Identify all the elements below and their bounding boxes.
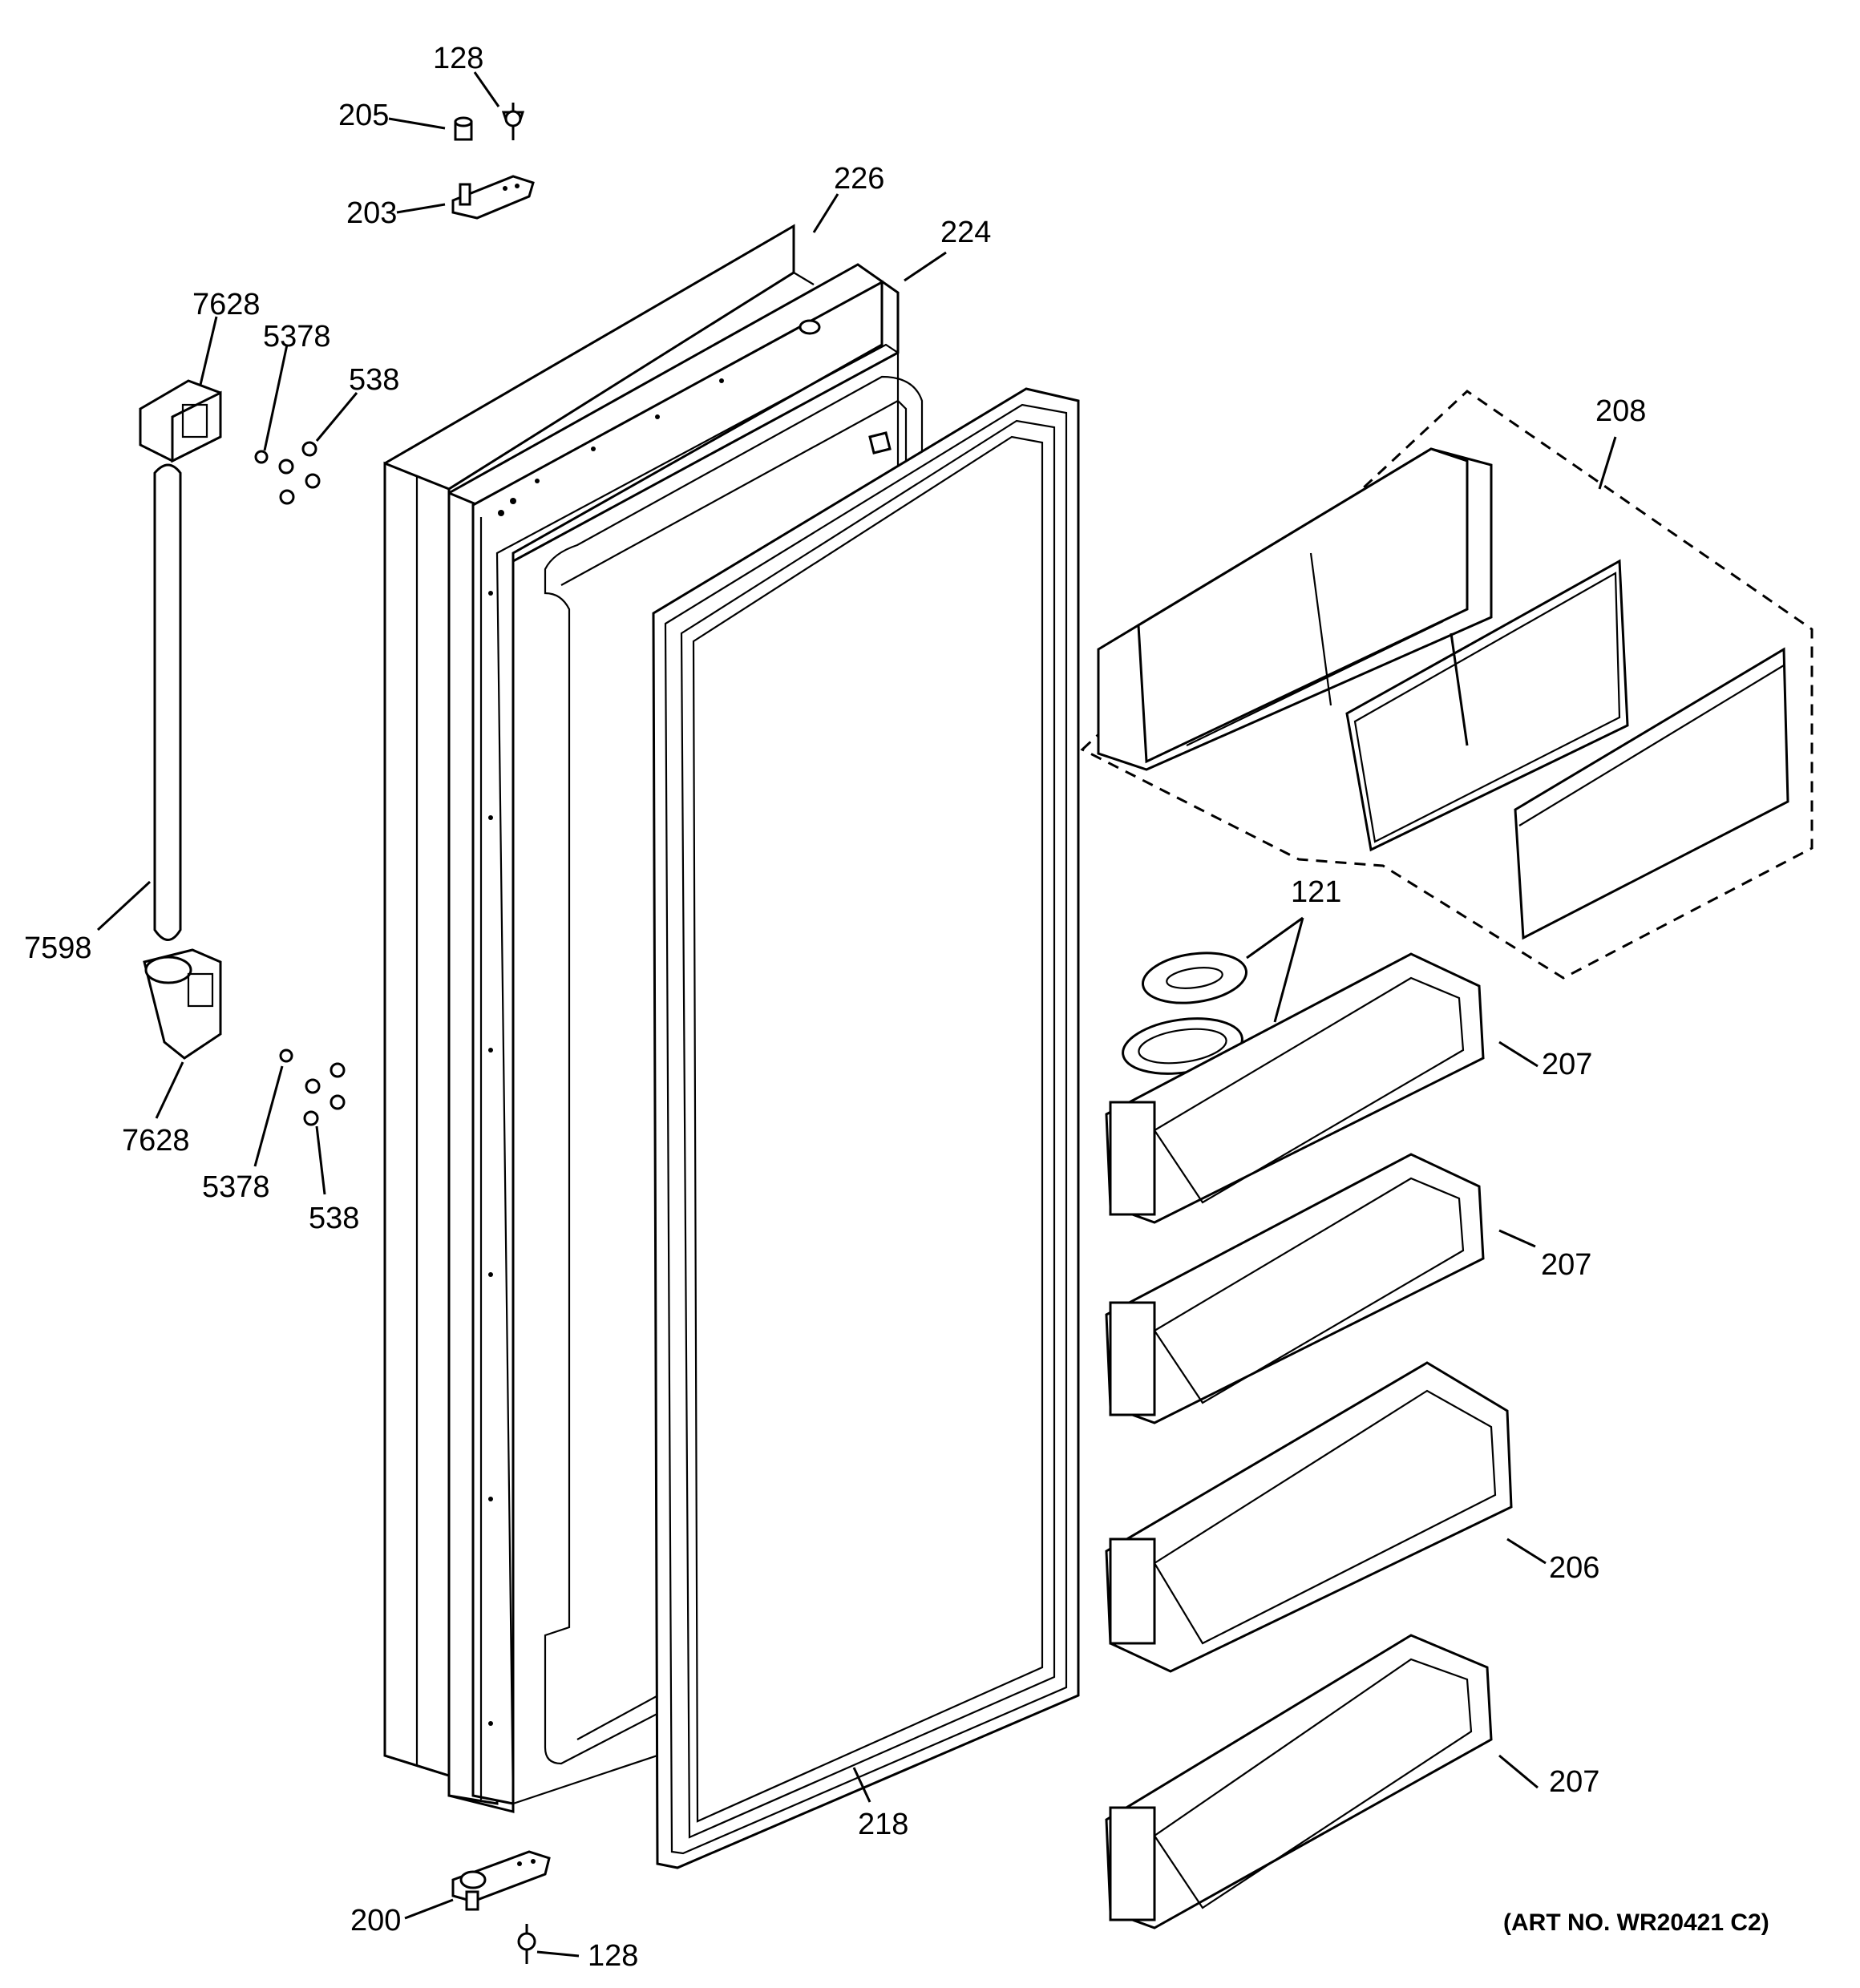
door-gasket <box>652 387 1080 1869</box>
callout-538-top: 538 <box>349 363 399 397</box>
door-bin-1 <box>1105 952 1485 1224</box>
handle-screws-bottom <box>279 1049 346 1126</box>
callout-207-a: 207 <box>1542 1048 1592 1081</box>
dairy-bin <box>1097 447 1493 771</box>
callout-218: 218 <box>858 1808 908 1841</box>
door-liner-frame <box>447 263 900 1813</box>
door-handle <box>153 463 182 941</box>
callout-128-top: 128 <box>433 42 483 75</box>
callout-203: 203 <box>346 196 397 230</box>
handle-mount-top <box>139 379 222 463</box>
callout-208: 208 <box>1595 394 1646 428</box>
callout-128-bottom: 128 <box>588 1939 638 1973</box>
callout-7628-top: 7628 <box>192 288 261 321</box>
art-number: (ART NO. WR20421 C2) <box>1503 1909 1769 1936</box>
callout-206: 206 <box>1549 1551 1599 1585</box>
dairy-compartment-group <box>1080 390 1814 980</box>
door-outer-panel <box>383 224 815 1778</box>
top-hinge <box>451 175 535 220</box>
callout-207-b: 207 <box>1541 1248 1591 1282</box>
callout-5378-bottom: 5378 <box>202 1170 270 1204</box>
bin-trim-top <box>1141 952 1248 1004</box>
handle-mount-bottom <box>143 948 222 1060</box>
callout-226: 226 <box>834 162 884 196</box>
door-bin-3 <box>1105 1361 1513 1673</box>
callout-7598: 7598 <box>24 931 92 965</box>
callout-200: 200 <box>350 1904 401 1937</box>
callout-121: 121 <box>1291 875 1341 909</box>
bottom-hinge-screw <box>517 1924 536 1964</box>
hinge-pin-bushing <box>454 116 473 141</box>
door-bin-4 <box>1105 1634 1493 1929</box>
handle-screws-top <box>254 441 321 505</box>
leader-lines <box>96 71 1617 1958</box>
callout-538-bottom: 538 <box>309 1202 359 1235</box>
callout-224: 224 <box>940 216 991 249</box>
callout-5378-top: 5378 <box>263 320 331 354</box>
top-hinge-screw <box>501 103 525 140</box>
dairy-door-frame <box>1345 559 1629 852</box>
callout-205: 205 <box>338 99 389 132</box>
door-bin-2 <box>1105 1153 1485 1424</box>
callout-7628-bottom: 7628 <box>122 1124 190 1158</box>
callout-207-c: 207 <box>1549 1765 1599 1799</box>
bottom-hinge <box>451 1850 551 1911</box>
dairy-door <box>1514 647 1789 940</box>
